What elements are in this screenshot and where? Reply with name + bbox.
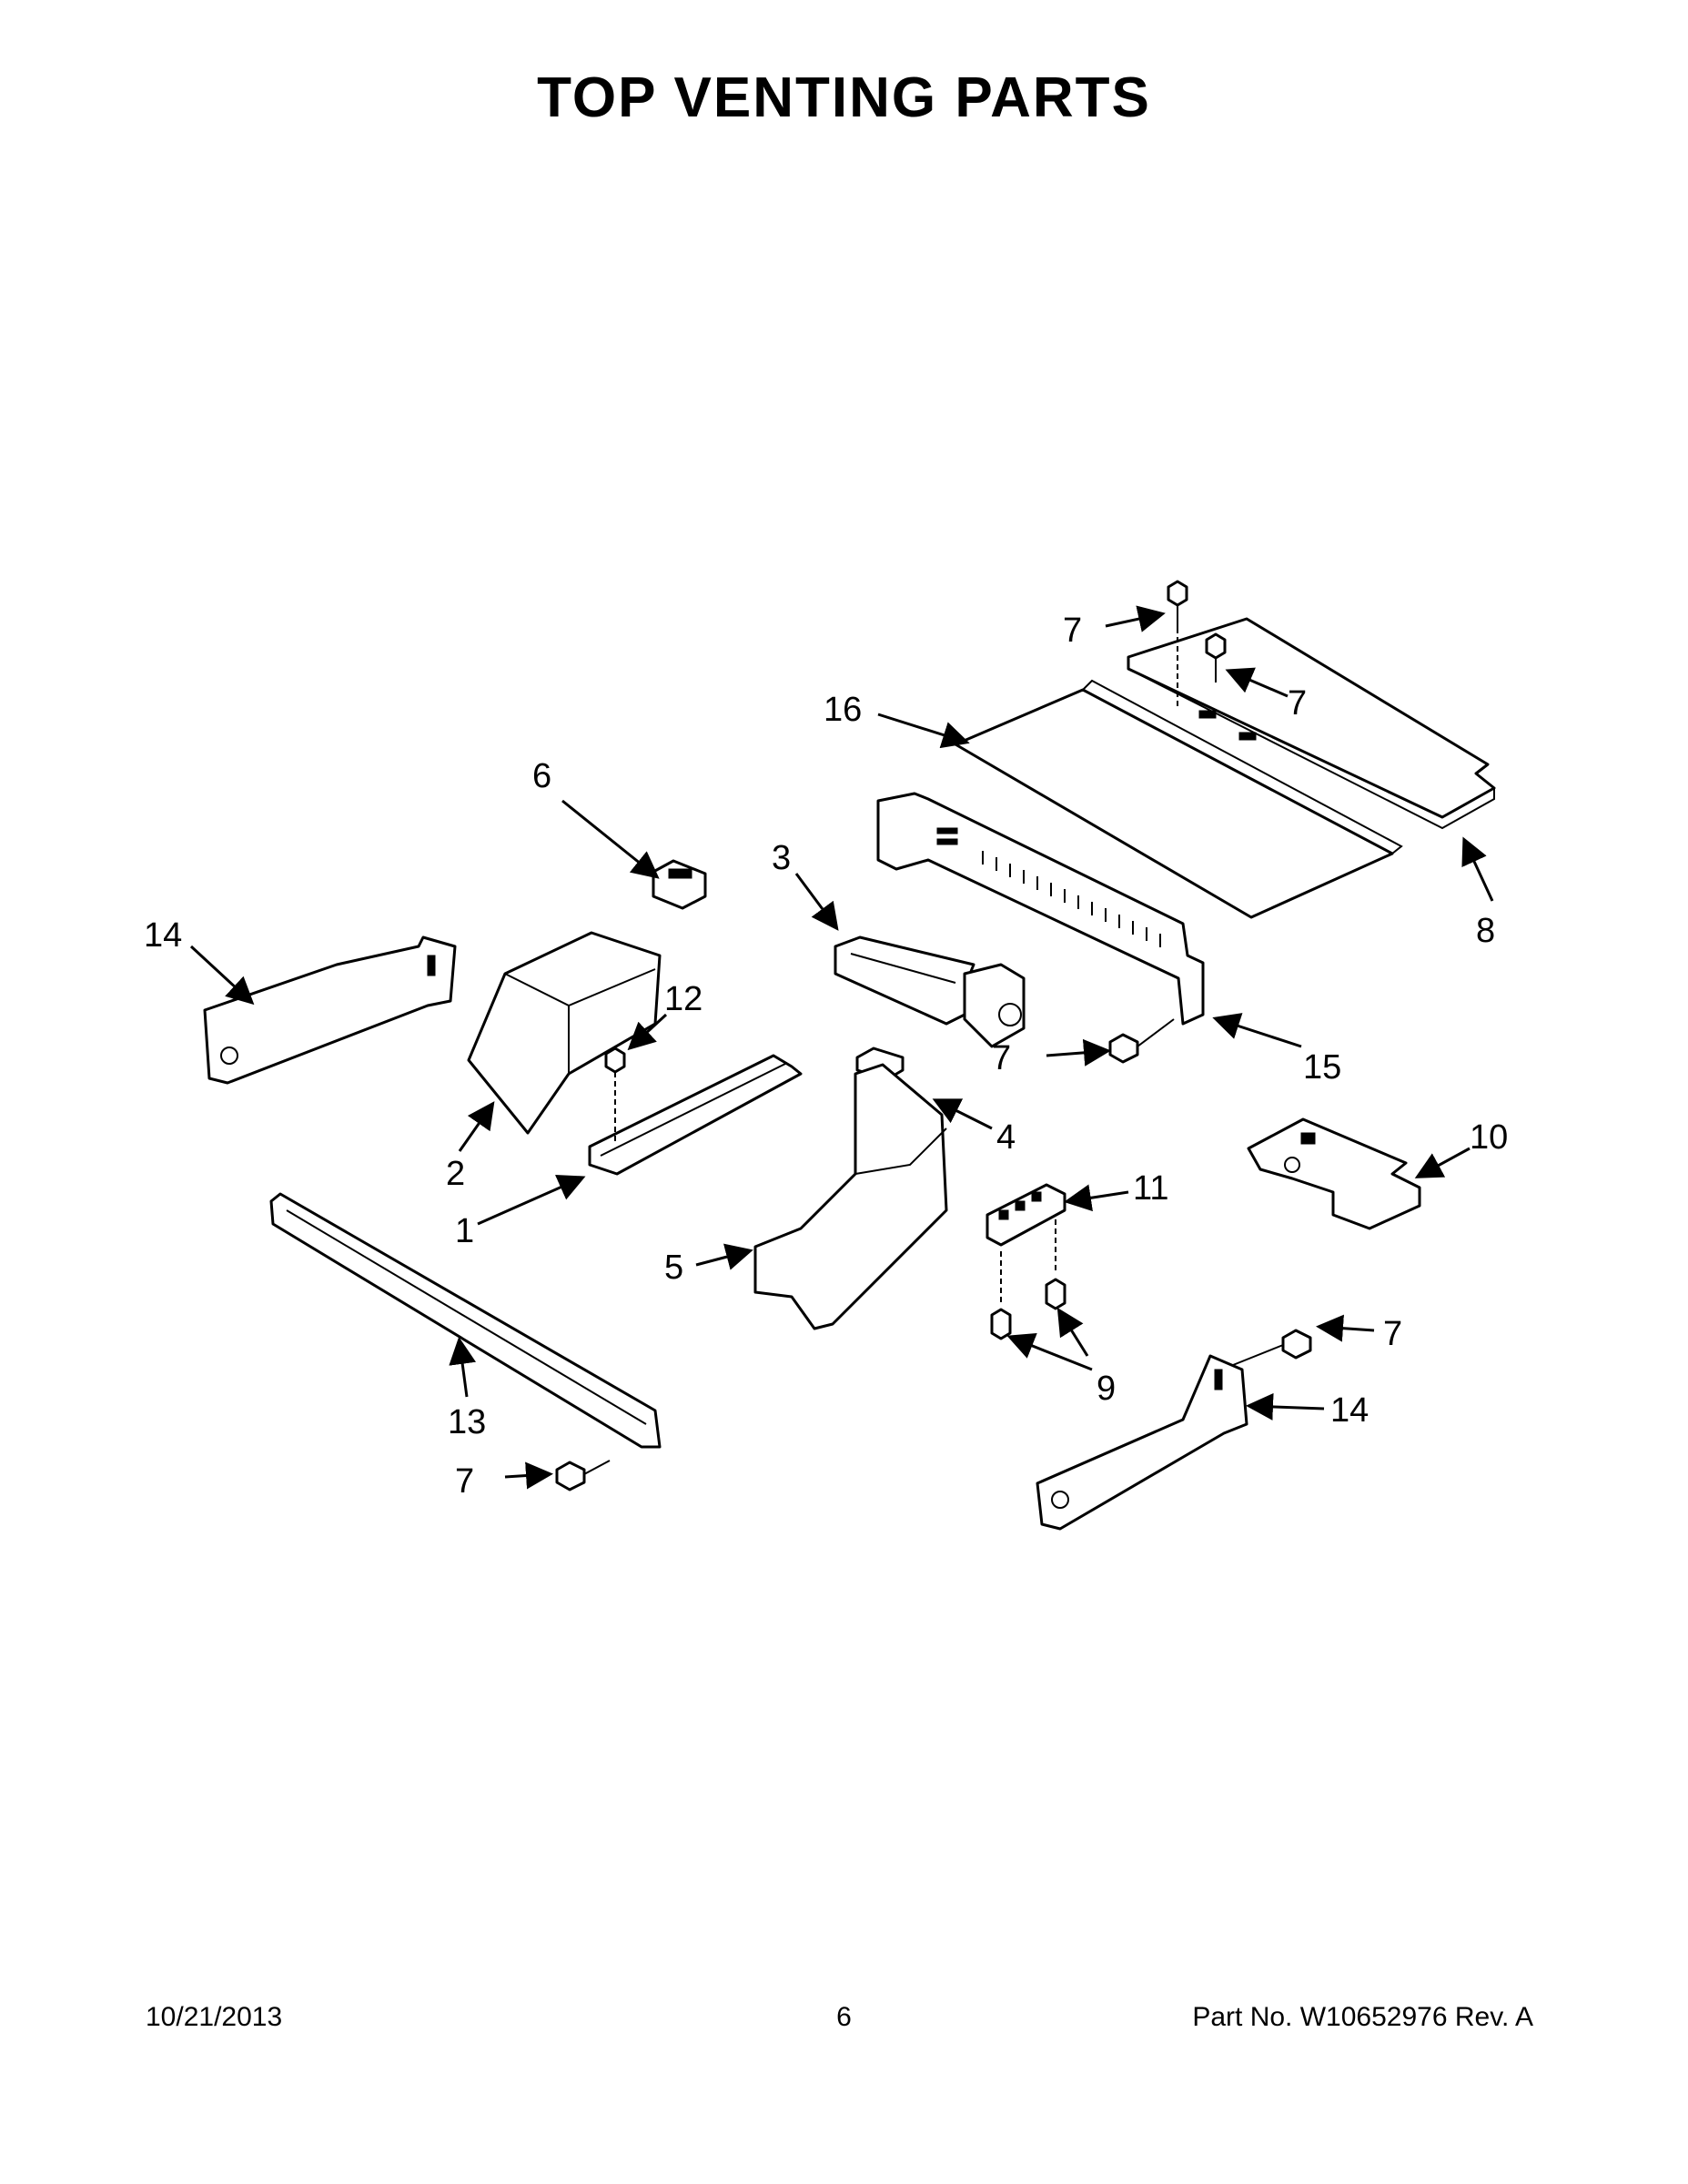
callout-14: 14 — [1330, 1391, 1369, 1430]
part-11-terminal-strip — [986, 1183, 1066, 1247]
leader-14-left — [189, 945, 255, 1006]
callout-12: 12 — [664, 980, 702, 1018]
leader-12 — [627, 1013, 668, 1051]
screw-7-right-bottom — [1232, 1329, 1312, 1366]
callout-1: 1 — [455, 1212, 474, 1250]
leader-11 — [1064, 1184, 1129, 1212]
callout-7: 7 — [1288, 684, 1307, 723]
callout-9: 9 — [1097, 1370, 1116, 1408]
leader-lines — [189, 605, 1494, 1490]
callout-7: 7 — [992, 1039, 1011, 1077]
callout-2: 2 — [446, 1155, 465, 1193]
callout-7: 7 — [455, 1462, 474, 1501]
part-13-rail — [269, 1192, 662, 1449]
callout-7: 7 — [1063, 612, 1082, 650]
leader-5 — [695, 1243, 753, 1270]
leader-7-right — [1316, 1314, 1375, 1342]
leader-10 — [1414, 1147, 1471, 1178]
leader-9-b — [1056, 1307, 1089, 1357]
callout-10: 10 — [1470, 1118, 1508, 1157]
part-10-bracket-plate — [1247, 1117, 1421, 1230]
callout-13: 13 — [448, 1403, 486, 1441]
leader-6 — [561, 799, 660, 879]
screw-7-right-middle — [1108, 1018, 1175, 1064]
callout-4: 4 — [996, 1118, 1016, 1157]
part-1-mount-strip — [588, 1054, 803, 1176]
footer-page-number: 6 — [836, 2002, 852, 2032]
part-8-cover-plate — [1127, 617, 1496, 830]
callout-16: 16 — [824, 691, 862, 729]
screw-7-bottom-left — [555, 1460, 611, 1491]
part-15-rear-panel — [876, 792, 1205, 1026]
callout-11: 11 — [1133, 1169, 1168, 1208]
leader-2 — [458, 1101, 495, 1152]
leader-9-a — [1006, 1332, 1093, 1371]
part-2-duct-cover — [467, 931, 662, 1135]
callout-8: 8 — [1476, 912, 1495, 950]
leader-16 — [877, 713, 970, 749]
leader-8 — [1461, 836, 1494, 902]
part-6-terminal-block — [652, 859, 707, 910]
screw-9-b — [1045, 1219, 1066, 1310]
part-5-duct — [753, 1063, 948, 1330]
callout-3: 3 — [772, 839, 791, 877]
leader-1 — [477, 1174, 586, 1226]
part-14-bracket-left — [203, 935, 457, 1085]
screw-12 — [604, 1046, 626, 1142]
footer-part-number: Part No. W10652976 Rev. A — [1192, 2002, 1533, 2032]
leader-15 — [1212, 1013, 1302, 1048]
leader-4 — [932, 1098, 993, 1130]
leader-13 — [449, 1337, 477, 1398]
leader-7-top-a — [1105, 605, 1166, 632]
leader-7-top-b — [1225, 667, 1289, 698]
screw-7-top-a — [1167, 580, 1188, 710]
screw-7-top-b — [1205, 632, 1227, 682]
part-14-bracket-right — [1036, 1354, 1248, 1531]
leader-7-mid — [1046, 1038, 1111, 1067]
screw-9-a — [990, 1251, 1012, 1340]
leader-14-right — [1246, 1392, 1325, 1421]
leader-3 — [794, 873, 839, 931]
callout-5: 5 — [664, 1249, 683, 1287]
callout-labels: 7 7 16 6 3 8 14 15 7 4 12 10 2 11 1 5 7 … — [144, 612, 1508, 1501]
callout-14: 14 — [144, 916, 182, 955]
page-title: TOP VENTING PARTS — [537, 66, 1151, 129]
callout-15: 15 — [1303, 1048, 1341, 1087]
callout-7: 7 — [1383, 1315, 1402, 1353]
part-16-vent-panel — [954, 679, 1403, 919]
leader-7-bottom-left — [504, 1461, 553, 1490]
footer-date: 10/21/2013 — [146, 2002, 283, 2032]
part-3-vent-motor — [834, 935, 1026, 1048]
callout-6: 6 — [532, 757, 551, 795]
